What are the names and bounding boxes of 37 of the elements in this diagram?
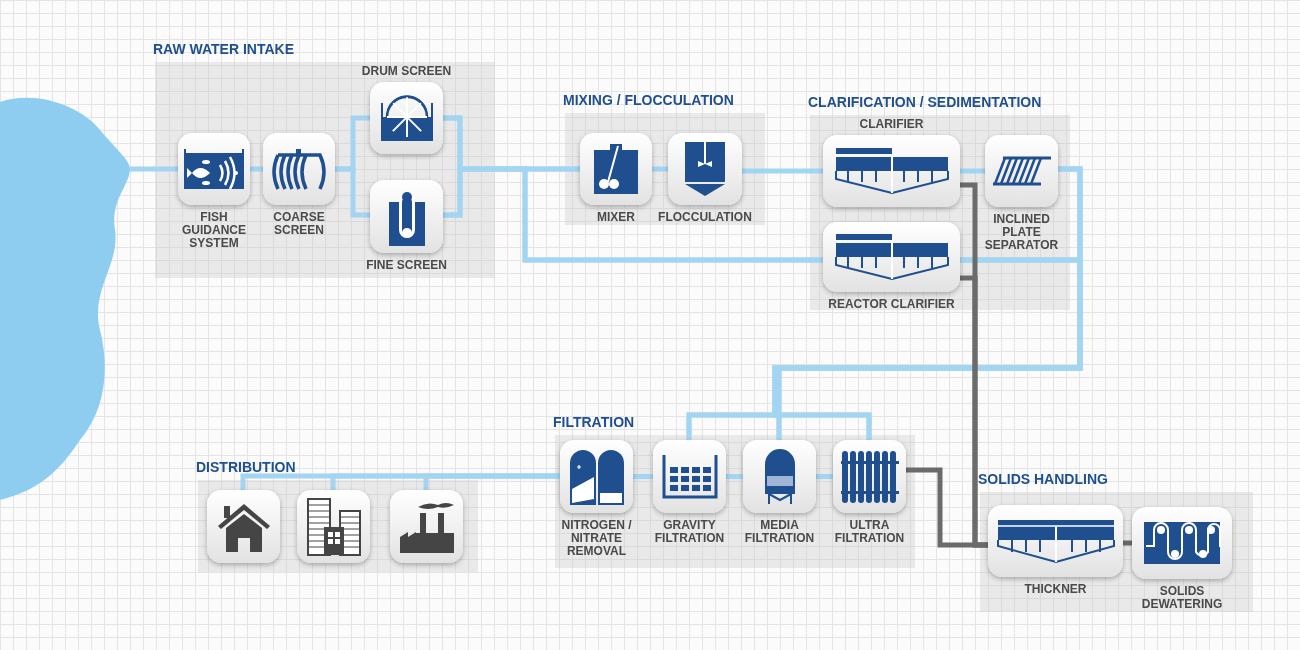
tile-label: SOLIDS DEWATERING [1140, 585, 1224, 612]
tile-label: GRAVITY FILTRATION [653, 519, 726, 546]
tile-label: INCLINED PLATE SEPARATOR [983, 213, 1060, 253]
pipe-line [906, 467, 988, 548]
tile-label: REACTOR CLARIFIER [827, 298, 956, 312]
pipe-line [652, 166, 668, 172]
tile-label: FINE SCREEN [365, 259, 448, 273]
process-tile [390, 490, 463, 563]
pipe-line [335, 166, 370, 218]
tile-label: CLARIFIER [858, 117, 925, 131]
pipe-line [633, 474, 653, 479]
pipe-line [1123, 540, 1132, 546]
tile-label: THICKNER [1023, 583, 1088, 597]
tile-label: FLOCCULATION [657, 211, 753, 225]
tile-label: COARSE SCREEN [272, 211, 326, 238]
pipe-line [960, 168, 985, 174]
stage-heading: CLARIFICATION / SEDIMENTATION [808, 95, 1042, 109]
stage-heading: SOLIDS HANDLING [978, 472, 1108, 486]
stage-heading: RAW WATER INTAKE [153, 42, 295, 56]
stage-heading: MIXING / FLOCCULATION [563, 93, 734, 107]
stage-heading: DISTRIBUTION [196, 460, 296, 474]
tile-label: MEDIA FILTRATION [743, 519, 816, 546]
tile-label: ULTRA FILTRATION [833, 519, 906, 546]
tile-label: DRUM SCREEN [360, 64, 453, 78]
pipe-line [250, 166, 263, 172]
pipe-line [726, 474, 743, 479]
pipe-line [423, 473, 560, 490]
tile-label: NITROGEN / NITRATE REMOVAL [560, 519, 633, 559]
stage-heading: FILTRATION [553, 415, 635, 429]
process-tile [207, 490, 280, 563]
pipe-line [130, 166, 178, 172]
pipe-line [443, 166, 823, 263]
pipe-line [816, 474, 833, 479]
tile-label: MIXER [596, 211, 636, 225]
tile-label: FISH GUIDANCE SYSTEM [181, 211, 247, 251]
pipe-line [742, 168, 823, 174]
process-tile [297, 490, 370, 563]
